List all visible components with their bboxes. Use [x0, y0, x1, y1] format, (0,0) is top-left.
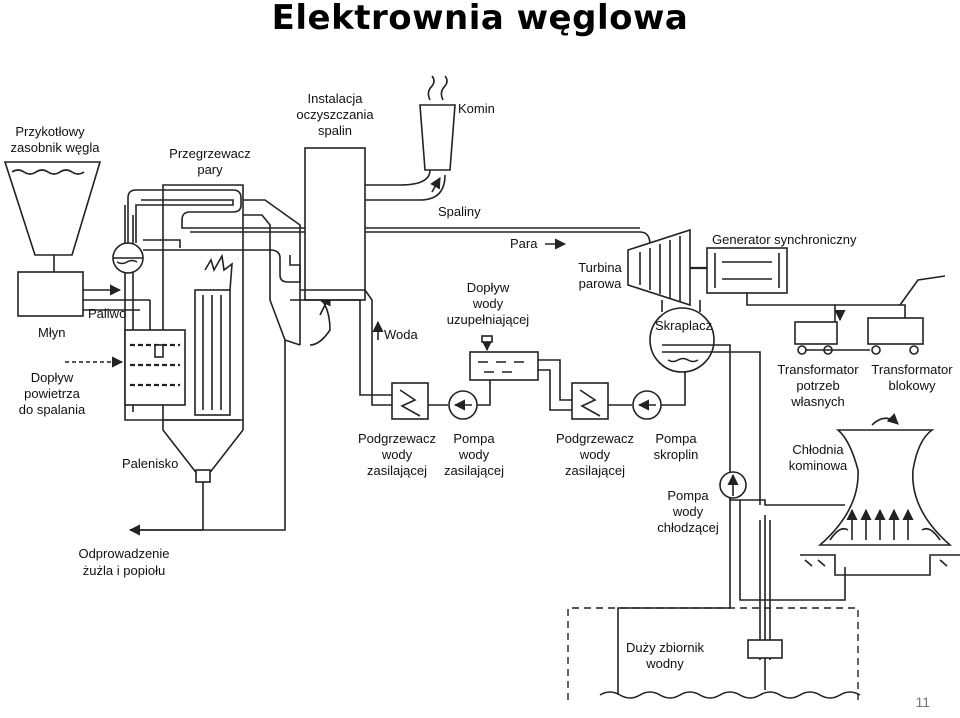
- label-para: Para: [510, 236, 538, 251]
- page-title: Elektrownia węglowa: [271, 0, 689, 38]
- label-pompa-chlodzacej-3: chłodzącej: [657, 520, 719, 535]
- label-zasobnik-1: Przykotłowy: [15, 124, 85, 139]
- synchronous-generator: [706, 247, 788, 294]
- flue-gas-to-stack: [365, 169, 446, 201]
- slide-number: 11: [915, 694, 930, 710]
- boiler: [124, 184, 244, 483]
- label-odprowadzenie-2: żużla i popiołu: [83, 563, 165, 578]
- label-doplyw-wody-1: Dopływ: [467, 280, 510, 295]
- label-doplyw-wody-2: wody: [472, 296, 504, 311]
- label-transformator-blokowy-2: blokowy: [889, 378, 936, 393]
- label-pompa-zasilajaca-1: Pompa: [453, 431, 495, 446]
- label-zasobnik-2: zasobnik węgla: [11, 140, 101, 155]
- superheater: [127, 189, 651, 283]
- label-zbiornik-1: Duży zbiornik: [626, 640, 705, 655]
- label-doplyw-powietrza-1: Dopływ: [31, 370, 74, 385]
- label-transformator-potrzeb-3: własnych: [790, 394, 844, 409]
- feedwater-line: [290, 289, 392, 406]
- flue-gas-cleaning: [304, 147, 366, 301]
- label-transformator-potrzeb-2: potrzeb: [796, 378, 839, 393]
- steam-turbine: [627, 228, 710, 307]
- label-odprowadzenie-1: Odprowadzenie: [78, 546, 169, 561]
- label-instalacja-3: spalin: [318, 123, 352, 138]
- coal-hopper: [3, 161, 102, 272]
- label-chlodnia-1: Chłodnia: [792, 442, 844, 457]
- label-transformator-potrzeb-1: Transformator: [777, 362, 859, 377]
- label-podgrzewacz-1c: zasilającej: [367, 463, 427, 478]
- makeup-water-tank: [469, 335, 539, 381]
- label-doplyw-wody-3: uzupełniającej: [447, 312, 530, 327]
- label-pompa-chlodzacej-2: wody: [672, 504, 704, 519]
- label-skraplacz: Skraplacz: [655, 318, 712, 333]
- label-doplyw-powietrza-3: do spalania: [19, 402, 86, 417]
- transformer-own-needs: [746, 293, 846, 355]
- slag-removal: [128, 482, 204, 536]
- labels: Komin Instalacja oczyszczania spalin Prz…: [11, 91, 954, 671]
- label-podgrzewacz-2c: zasilającej: [565, 463, 625, 478]
- stack: [419, 75, 456, 171]
- steam-drum: [112, 242, 144, 274]
- label-pompa-skroplin-1: Pompa: [655, 431, 697, 446]
- label-podgrzewacz-2a: Podgrzewacz: [556, 431, 634, 446]
- condenser: [649, 300, 731, 500]
- label-palenisko: Palenisko: [122, 456, 178, 471]
- mill: [17, 271, 84, 317]
- label-przegrzewacz-1: Przegrzewacz: [169, 146, 251, 161]
- label-podgrzewacz-1b: wody: [381, 447, 413, 462]
- feedwater-heater-1: [391, 382, 429, 420]
- label-przegrzewacz-2: pary: [197, 162, 223, 177]
- label-instalacja-2: oczyszczania: [296, 107, 374, 122]
- label-doplyw-powietrza-2: powietrza: [24, 386, 80, 401]
- label-zbiornik-2: wodny: [645, 656, 684, 671]
- label-pompa-zasilajaca-3: zasilającej: [444, 463, 504, 478]
- label-mlyn: Młyn: [38, 325, 65, 340]
- feedwater-pump: [448, 390, 478, 420]
- transformer-block: [805, 275, 946, 355]
- cooling-water-pump: [719, 471, 747, 499]
- label-podgrzewacz-1a: Podgrzewacz: [358, 431, 436, 446]
- label-pompa-chlodzacej-1: Pompa: [667, 488, 709, 503]
- label-podgrzewacz-2b: wody: [579, 447, 611, 462]
- label-paliwo: Paliwo: [88, 306, 126, 321]
- label-spaliny: Spaliny: [438, 204, 481, 219]
- label-komin: Komin: [458, 101, 495, 116]
- label-turbina-2: parowa: [579, 276, 622, 291]
- water-reservoir: [567, 607, 861, 700]
- burner-grid: [124, 329, 186, 406]
- label-woda: Woda: [384, 327, 418, 342]
- cooling-tower: [800, 413, 960, 576]
- label-transformator-blokowy-1: Transformator: [871, 362, 953, 377]
- label-pompa-zasilajaca-2: wody: [458, 447, 490, 462]
- label-pompa-skroplin-2: skroplin: [654, 447, 699, 462]
- label-turbina-1: Turbina: [578, 260, 622, 275]
- label-generator: Generator synchroniczny: [712, 232, 857, 247]
- label-instalacja-1: Instalacja: [308, 91, 364, 106]
- label-chlodnia-2: kominowa: [789, 458, 848, 473]
- condensate-pump: [632, 390, 662, 420]
- feedwater-heater-2: [571, 382, 609, 420]
